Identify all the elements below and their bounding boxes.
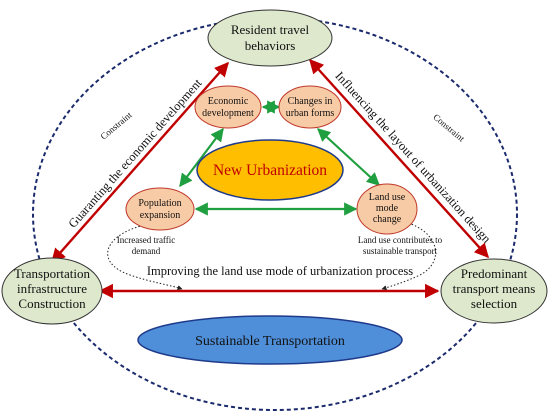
svg-text:Resident travel: Resident travel <box>231 22 310 37</box>
label-land-use-contributes-line2: sustainable transport <box>363 246 438 256</box>
svg-text:selection: selection <box>471 296 518 311</box>
svg-text:transport means: transport means <box>453 281 536 296</box>
svg-text:Changes in: Changes in <box>288 96 333 107</box>
svg-text:Construction: Construction <box>18 296 86 311</box>
label-traffic-demand-line1: Increased traffic <box>117 235 176 245</box>
arrow-resident-infrastructure <box>51 61 229 264</box>
node-population-expansion: Population expansion <box>125 187 195 231</box>
arrow-economic-population <box>179 127 224 188</box>
outer-dashed-boundary <box>32 17 518 411</box>
node-new-urbanization: New Urbanization <box>196 139 344 201</box>
svg-text:Land use: Land use <box>369 192 406 203</box>
dotted-link-landuse-contributes <box>381 221 437 291</box>
node-urban-forms: Changes in urban forms <box>278 85 342 129</box>
node-sustainable-transportation: Sustainable Transportation <box>137 315 403 365</box>
label-constraint-right: Constraint <box>431 112 467 144</box>
node-infrastructure: Transportation infrastructure Constructi… <box>1 257 103 325</box>
svg-text:change: change <box>373 214 402 225</box>
node-resident-travel: Resident travel behaviors <box>207 9 333 67</box>
svg-text:behaviors: behaviors <box>245 38 296 53</box>
node-predominant: Predominant transport means selection <box>440 258 548 324</box>
label-land-use-contributes-line1: Land use contributes to <box>358 235 443 245</box>
svg-text:infrastructure: infrastructure <box>17 281 87 296</box>
svg-text:expansion: expansion <box>140 210 181 221</box>
node-economic-development: Economic development <box>194 85 262 129</box>
svg-text:Economic: Economic <box>208 96 249 107</box>
svg-text:Sustainable Transportation: Sustainable Transportation <box>195 334 345 349</box>
svg-text:New Urbanization: New Urbanization <box>213 162 327 179</box>
svg-text:Population: Population <box>138 198 181 209</box>
dotted-link-traffic-demand <box>107 223 183 290</box>
arrow-resident-predominant <box>309 58 489 259</box>
label-constraint-left: Constraint <box>98 109 134 141</box>
arrow-urbanforms-landuse <box>317 128 380 186</box>
svg-text:Transportation: Transportation <box>14 266 91 281</box>
svg-text:development: development <box>202 108 254 119</box>
label-traffic-demand-line2: demand <box>132 246 161 256</box>
svg-text:mode: mode <box>376 203 399 214</box>
svg-text:Predominant: Predominant <box>461 266 528 281</box>
label-improving-land-use: Improving the land use mode of urbanizat… <box>147 264 413 278</box>
node-land-use-mode: Land use mode change <box>356 183 418 235</box>
svg-text:urban forms: urban forms <box>286 108 335 119</box>
